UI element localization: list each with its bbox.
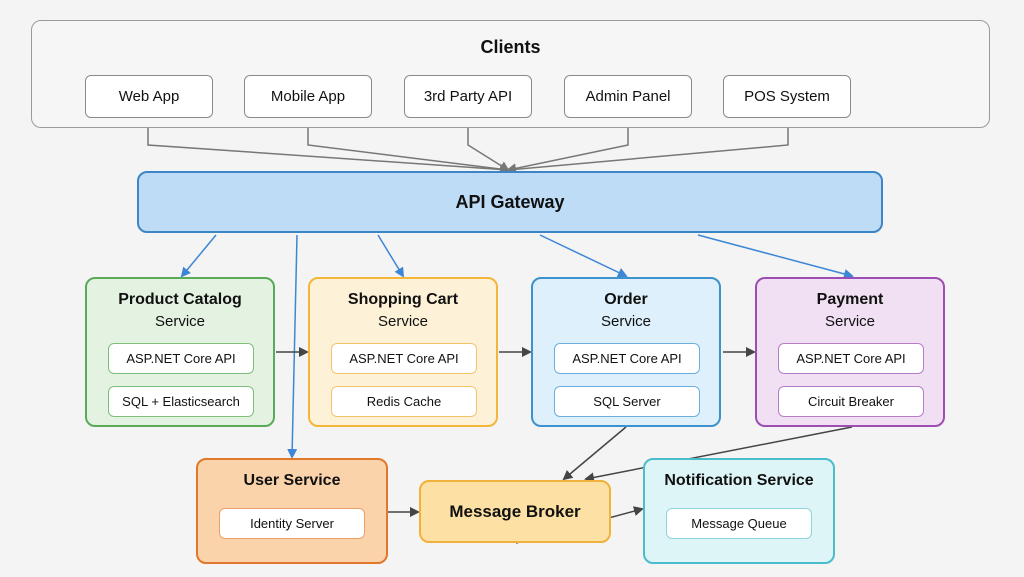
service-component: ASP.NET Core API [778, 343, 924, 374]
service-component: ASP.NET Core API [331, 343, 477, 374]
service-subtitle: Service [600, 313, 652, 330]
message-broker[interactable]: Message Broker [419, 480, 611, 543]
link-gateway-catalog [180, 234, 217, 278]
service-component: ASP.NET Core API [554, 343, 700, 374]
shopping-cart-service[interactable]: Shopping Cart Service ASP.NET Core API R… [308, 277, 498, 427]
link-gateway-user [287, 234, 298, 459]
client-3rd-party-api[interactable]: 3rd Party API [404, 75, 532, 118]
client-pos-system[interactable]: POS System [723, 75, 851, 118]
client-mobile-app[interactable]: Mobile App [244, 75, 372, 118]
service-component: Identity Server [219, 508, 365, 539]
client-web-app[interactable]: Web App [85, 75, 213, 118]
order-service[interactable]: Order Service ASP.NET Core API SQL Serve… [531, 277, 721, 427]
payment-service[interactable]: Payment Service ASP.NET Core API Circuit… [755, 277, 945, 427]
product-catalog-service[interactable]: Product Catalog Service ASP.NET Core API… [85, 277, 275, 427]
service-name: Shopping Cart [347, 291, 459, 308]
link-gateway-payment [697, 234, 854, 279]
notification-service[interactable]: Notification Service Message Queue [643, 458, 835, 564]
service-component: SQL + Elasticsearch [108, 386, 254, 417]
client-admin-panel[interactable]: Admin Panel [564, 75, 692, 118]
service-component: Redis Cache [331, 386, 477, 417]
service-subtitle: Service [377, 313, 429, 330]
service-subtitle: Service [154, 313, 206, 330]
api-gateway[interactable]: API Gateway [137, 171, 883, 233]
service-name: Product Catalog [118, 291, 242, 308]
service-component: ASP.NET Core API [108, 343, 254, 374]
user-service[interactable]: User Service Identity Server [196, 458, 388, 564]
service-name: Notification Service [664, 472, 814, 489]
service-component: Message Queue [666, 508, 812, 539]
service-subtitle: Service [824, 313, 876, 330]
service-component: Circuit Breaker [778, 386, 924, 417]
clients-group: Clients Web App Mobile App 3rd Party API… [31, 20, 990, 128]
service-component: SQL Server [554, 386, 700, 417]
service-name: Order [604, 291, 648, 308]
service-name: Payment [816, 291, 884, 308]
link-order-broker [562, 426, 627, 481]
clients-title: Clients [480, 37, 541, 57]
link-gateway-cart [377, 234, 405, 278]
link-gateway-order [539, 234, 628, 278]
service-name: User Service [243, 472, 341, 489]
